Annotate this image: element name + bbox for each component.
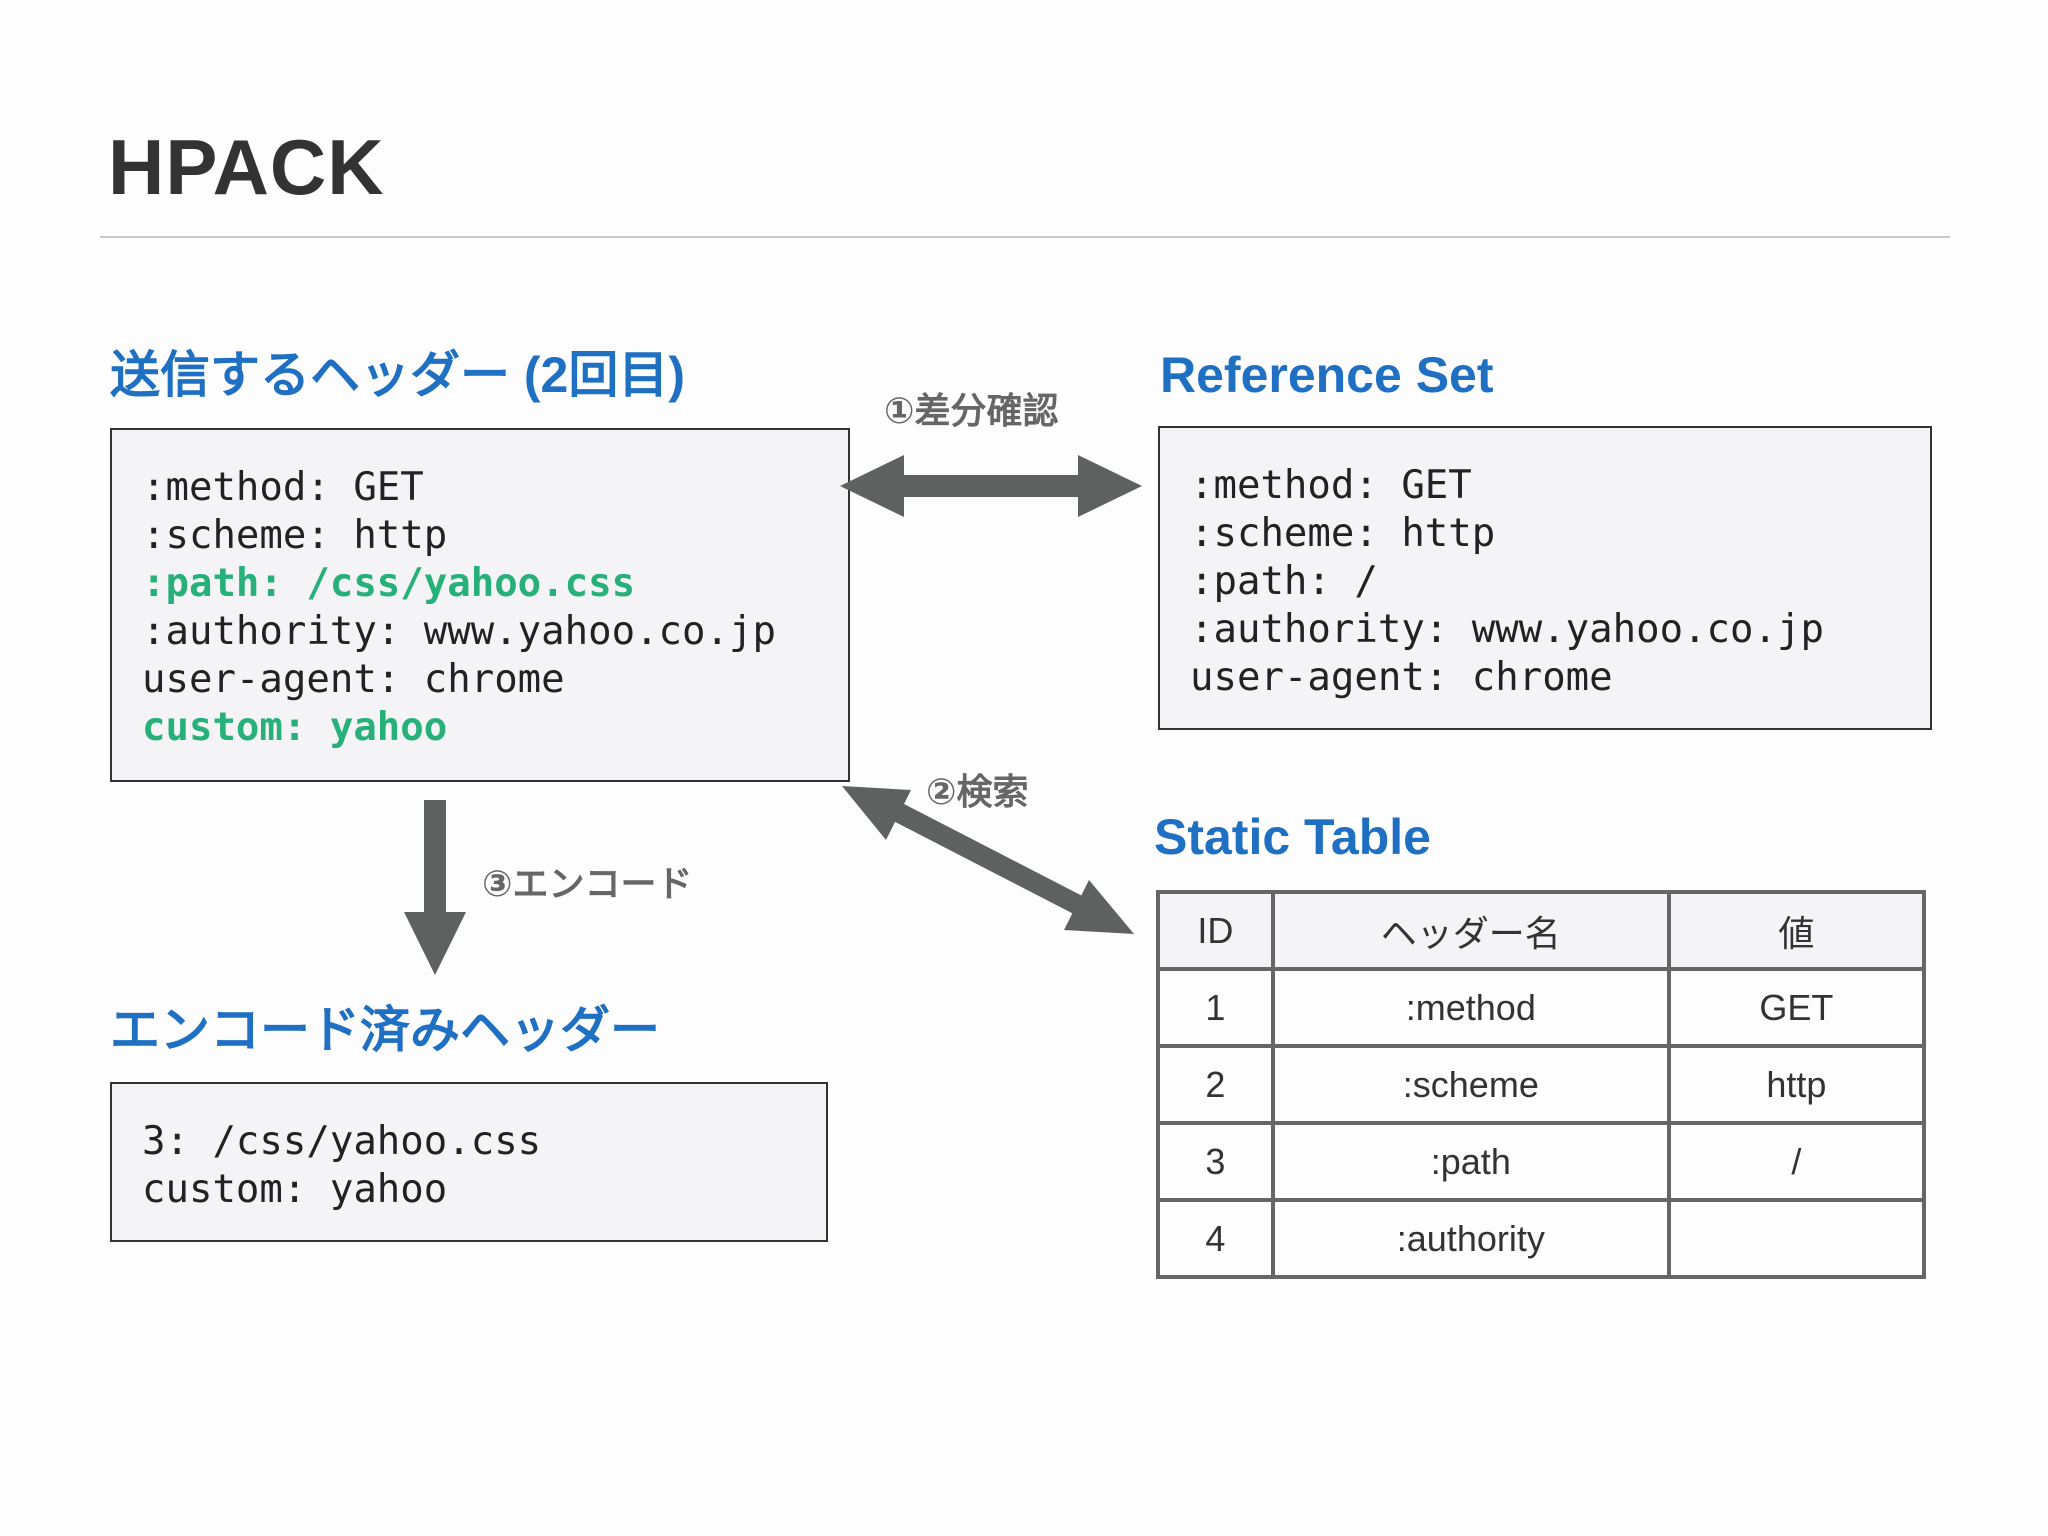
column-header-value: 値 — [1666, 890, 1927, 971]
reference-set-line: :path: / — [1190, 559, 1378, 604]
sent-header-line: :scheme: http — [142, 513, 448, 558]
reference-set-line: :method: GET — [1190, 463, 1472, 508]
cell-value: / — [1666, 1121, 1927, 1202]
sent-header-line: user-agent: chrome — [142, 657, 565, 702]
static-table: ID ヘッダー名 値 1 :method GET 2 :scheme http … — [1156, 890, 1927, 1279]
cell-value: GET — [1666, 967, 1927, 1048]
sent-headers-heading: 送信するヘッダー (2回目) — [110, 347, 685, 403]
encoded-header-line: 3: /css/yahoo.css — [142, 1119, 542, 1164]
step-lookup-label: ②検索 — [926, 771, 1029, 812]
reference-set-heading: Reference Set — [1160, 347, 1494, 403]
cell-value — [1666, 1198, 1927, 1279]
encode-down-arrow — [404, 800, 466, 975]
encoded-header-line: custom: yahoo — [142, 1167, 448, 1212]
step-diff-label: ①差分確認 — [884, 390, 1059, 431]
column-header-id: ID — [1156, 890, 1275, 971]
diff-double-arrow — [840, 455, 1142, 517]
reference-set-box: :method: GET :scheme: http :path: / :aut… — [1158, 426, 1932, 730]
cell-name: :scheme — [1270, 1044, 1671, 1125]
table-header-row: ID ヘッダー名 値 — [1156, 890, 1927, 971]
sent-header-line: :authority: www.yahoo.co.jp — [142, 609, 776, 654]
cell-name: :path — [1270, 1121, 1671, 1202]
sent-headers-box: :method: GET :scheme: http :path: /css/y… — [110, 428, 850, 782]
static-table-heading: Static Table — [1154, 809, 1431, 865]
step-encode-label: ③エンコード — [482, 863, 693, 904]
cell-value: http — [1666, 1044, 1927, 1125]
encoded-headers-heading: エンコード済みヘッダー — [110, 1002, 660, 1058]
cell-id: 1 — [1156, 967, 1275, 1048]
slide-title: HPACK — [108, 123, 385, 211]
cell-id: 4 — [1156, 1198, 1275, 1279]
column-header-name: ヘッダー名 — [1270, 890, 1671, 971]
sent-header-line: custom: yahoo — [142, 705, 448, 750]
table-row: 4 :authority — [1156, 1198, 1927, 1279]
encoded-headers-box: 3: /css/yahoo.css custom: yahoo — [110, 1082, 828, 1242]
sent-header-line: :path: /css/yahoo.css — [142, 561, 636, 606]
reference-set-line: :scheme: http — [1190, 511, 1496, 556]
cell-name: :method — [1270, 967, 1671, 1048]
sent-header-line: :method: GET — [142, 465, 424, 510]
cell-name: :authority — [1270, 1198, 1671, 1279]
title-divider — [100, 236, 1950, 238]
reference-set-line: user-agent: chrome — [1190, 655, 1613, 700]
table-row: 1 :method GET — [1156, 967, 1927, 1048]
table-row: 2 :scheme http — [1156, 1044, 1927, 1125]
cell-id: 3 — [1156, 1121, 1275, 1202]
reference-set-line: :authority: www.yahoo.co.jp — [1190, 607, 1824, 652]
table-row: 3 :path / — [1156, 1121, 1927, 1202]
cell-id: 2 — [1156, 1044, 1275, 1125]
